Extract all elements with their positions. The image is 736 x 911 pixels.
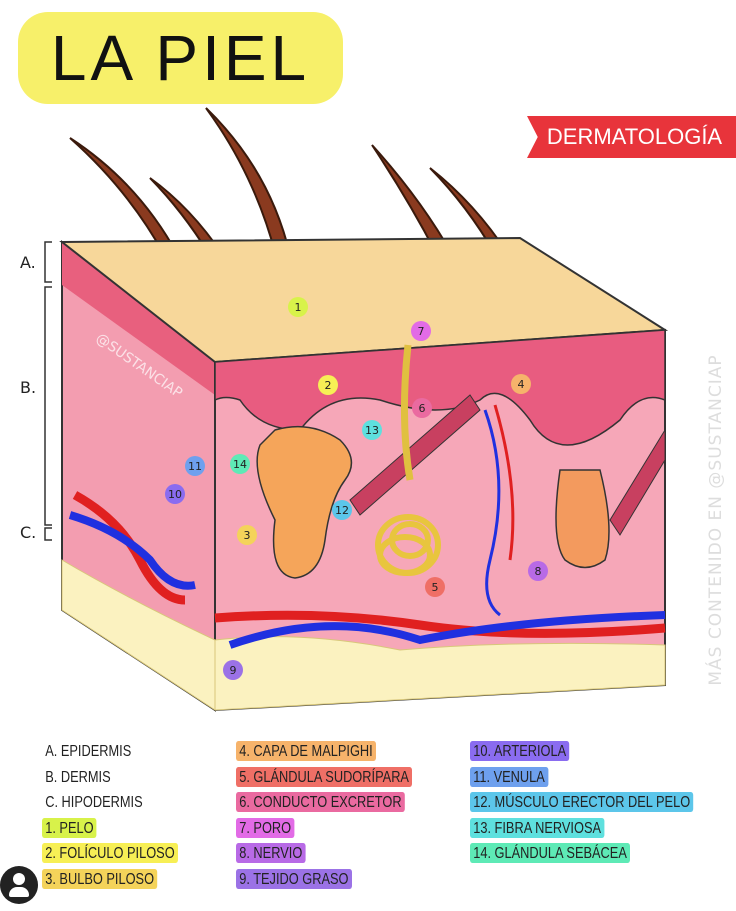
side-watermark: MÁS CONTENIDO EN @SUSTANCIAP bbox=[706, 354, 726, 686]
marker-12 bbox=[332, 500, 352, 520]
marker-label-8: 8 bbox=[535, 565, 542, 578]
legend-item: 4. CAPA DE MALPIGHI bbox=[236, 741, 376, 761]
legend-item: 11. VENULA bbox=[470, 766, 549, 787]
legend-column-3: 10. ARTERIOLA 11. VENULA 12. MÚSCULO ERE… bbox=[470, 741, 736, 869]
marker-5 bbox=[425, 577, 445, 597]
layer-label-c: C. bbox=[20, 523, 36, 542]
layer-brackets bbox=[44, 241, 52, 541]
marker-13 bbox=[362, 420, 382, 440]
legend-column-1: A. EPIDERMIS B. DERMIS C. HIPODERMIS 1. … bbox=[42, 741, 212, 894]
legend-item: 7. PORO bbox=[236, 817, 295, 838]
legend-item: 9. TEJIDO GRASO bbox=[236, 868, 352, 889]
legend-item: 5. GLÁNDULA SUDORÍPARA bbox=[236, 766, 413, 787]
legend-item: 8. NERVIO bbox=[236, 843, 306, 863]
profile-avatar-icon[interactable] bbox=[0, 866, 38, 904]
marker-label-11: 11 bbox=[188, 460, 202, 473]
marker-label-13: 13 bbox=[365, 424, 379, 437]
marker-label-2: 2 bbox=[325, 379, 332, 392]
legend-item: 6. CONDUCTO EXCRETOR bbox=[236, 792, 405, 812]
legend-item: 10. ARTERIOLA bbox=[470, 741, 570, 761]
sweat-gland bbox=[375, 514, 441, 576]
marker-1 bbox=[288, 297, 308, 317]
layer-label-a: A. bbox=[20, 253, 36, 272]
marker-11 bbox=[185, 456, 205, 476]
marker-7 bbox=[411, 321, 431, 341]
marker-4 bbox=[511, 374, 531, 394]
marker-8 bbox=[528, 561, 548, 581]
marker-label-10: 10 bbox=[168, 488, 182, 501]
marker-label-1: 1 bbox=[295, 301, 302, 314]
marker-label-14: 14 bbox=[233, 458, 247, 471]
legend-item: A. EPIDERMIS bbox=[42, 741, 135, 761]
legend-item: C. HIPODERMIS bbox=[42, 792, 146, 812]
legend-item: 1. PELO bbox=[42, 817, 97, 838]
marker-2 bbox=[318, 375, 338, 395]
page-title: LA PIEL bbox=[18, 12, 343, 104]
legend-item: B. DERMIS bbox=[42, 766, 114, 787]
category-ribbon: DERMATOLOGÍA bbox=[527, 116, 736, 158]
marker-14 bbox=[230, 454, 250, 474]
legend-column-2: 4. CAPA DE MALPIGHI 5. GLÁNDULA SUDORÍPA… bbox=[236, 741, 456, 894]
marker-label-9: 9 bbox=[230, 664, 237, 677]
legend-item: 2. FOLÍCULO PILOSO bbox=[42, 843, 178, 863]
legend-item: 12. MÚSCULO ERECTOR DEL PELO bbox=[470, 792, 694, 812]
marker-label-6: 6 bbox=[419, 402, 426, 415]
marker-label-3: 3 bbox=[244, 529, 251, 542]
malpighi-layer bbox=[214, 329, 666, 446]
marker-label-12: 12 bbox=[335, 504, 349, 517]
layer-label-b: B. bbox=[20, 378, 36, 397]
legend-item: 3. BULBO PILOSO bbox=[42, 868, 158, 889]
legend-item: 14. GLÁNDULA SEBÁCEA bbox=[470, 843, 631, 863]
marker-6 bbox=[412, 398, 432, 418]
marker-3 bbox=[237, 525, 257, 545]
marker-label-7: 7 bbox=[418, 325, 425, 338]
sebaceous-gland bbox=[256, 425, 353, 579]
legend-item: 13. FIBRA NERVIOSA bbox=[470, 817, 605, 838]
marker-label-4: 4 bbox=[518, 378, 525, 391]
marker-10 bbox=[165, 484, 185, 504]
marker-label-5: 5 bbox=[432, 581, 439, 594]
marker-9 bbox=[223, 660, 243, 680]
